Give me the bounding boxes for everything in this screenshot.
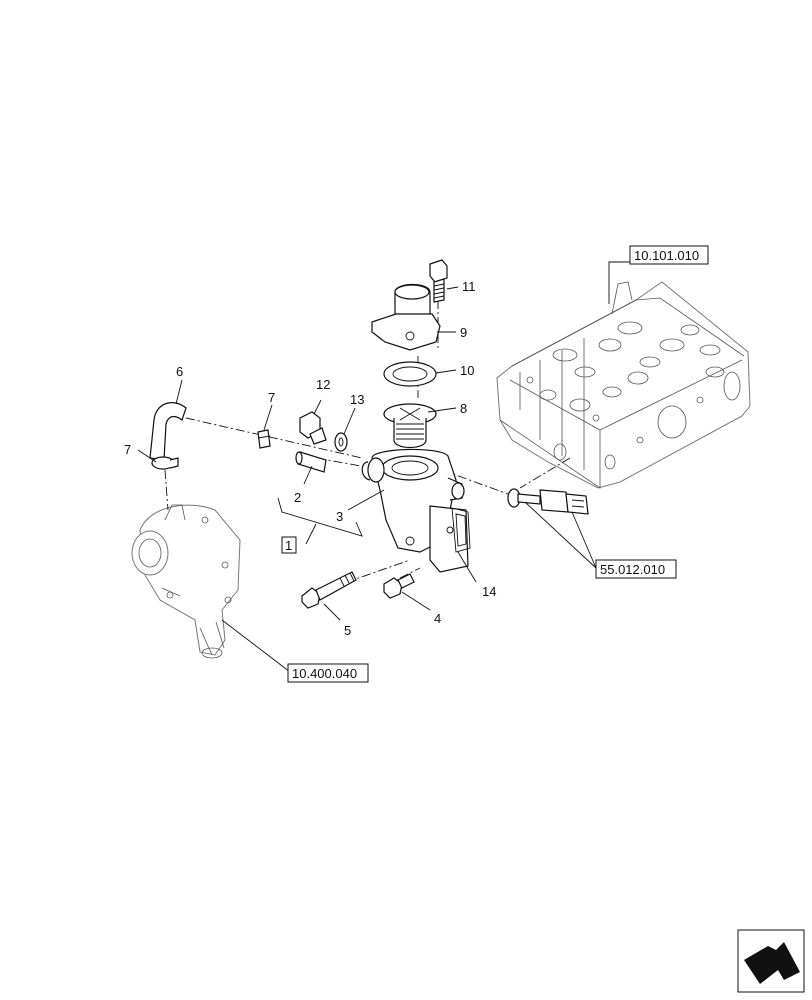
pipe-2 bbox=[295, 451, 327, 473]
temperature-sensor bbox=[507, 488, 589, 515]
callout-6: 6 bbox=[176, 364, 183, 379]
callout-5: 5 bbox=[344, 623, 351, 638]
gasket-10 bbox=[383, 361, 437, 387]
callout-7-lower: 7 bbox=[124, 442, 131, 457]
reference-label-temperature-sensor: 55.012.010 bbox=[600, 562, 665, 577]
reference-label-cylinder-head: 10.101.010 bbox=[634, 248, 699, 263]
leader-lines bbox=[137, 261, 630, 673]
water-pump-illustration bbox=[131, 504, 241, 659]
gasket-14 bbox=[451, 507, 471, 553]
callout-3: 3 bbox=[336, 509, 343, 524]
callout-4: 4 bbox=[434, 611, 441, 626]
return-arrow-icon[interactable] bbox=[737, 929, 805, 993]
callout-8: 8 bbox=[460, 401, 467, 416]
callout-12: 12 bbox=[316, 377, 330, 392]
reference-label-water-pump: 10.400.040 bbox=[292, 666, 357, 681]
hose-6 bbox=[149, 402, 187, 461]
bolt-11 bbox=[429, 259, 448, 303]
callout-7-upper: 7 bbox=[268, 390, 275, 405]
callout-labels: 11 9 10 8 12 13 7 6 7 2 3 14 4 5 1 bbox=[124, 279, 496, 638]
assembly-axis-lines bbox=[164, 300, 571, 589]
bolt-4 bbox=[383, 573, 415, 599]
callout-13: 13 bbox=[350, 392, 364, 407]
callout-11: 11 bbox=[462, 279, 476, 294]
thermostat-cover-9 bbox=[371, 283, 441, 351]
thermostat-8 bbox=[383, 403, 437, 449]
bolt-5 bbox=[301, 571, 357, 609]
thermostat-housing-3 bbox=[361, 448, 469, 573]
callout-1: 1 bbox=[285, 538, 292, 553]
callout-10: 10 bbox=[460, 363, 474, 378]
washer-13 bbox=[334, 432, 348, 452]
callout-2: 2 bbox=[294, 490, 301, 505]
plug-bolt-12 bbox=[299, 411, 327, 445]
cylinder-head-illustration bbox=[496, 281, 751, 489]
callout-1-box bbox=[281, 536, 297, 554]
hose-clip-7-upper bbox=[257, 429, 271, 449]
callout-9: 9 bbox=[460, 325, 467, 340]
reference-water-pump[interactable]: 10.400.040 bbox=[287, 663, 369, 683]
reference-cylinder-head[interactable]: 10.101.010 bbox=[629, 245, 709, 265]
reference-temperature-sensor[interactable]: 55.012.010 bbox=[595, 559, 677, 579]
callout-14: 14 bbox=[482, 584, 496, 599]
hose-clip-7-lower bbox=[151, 456, 179, 470]
